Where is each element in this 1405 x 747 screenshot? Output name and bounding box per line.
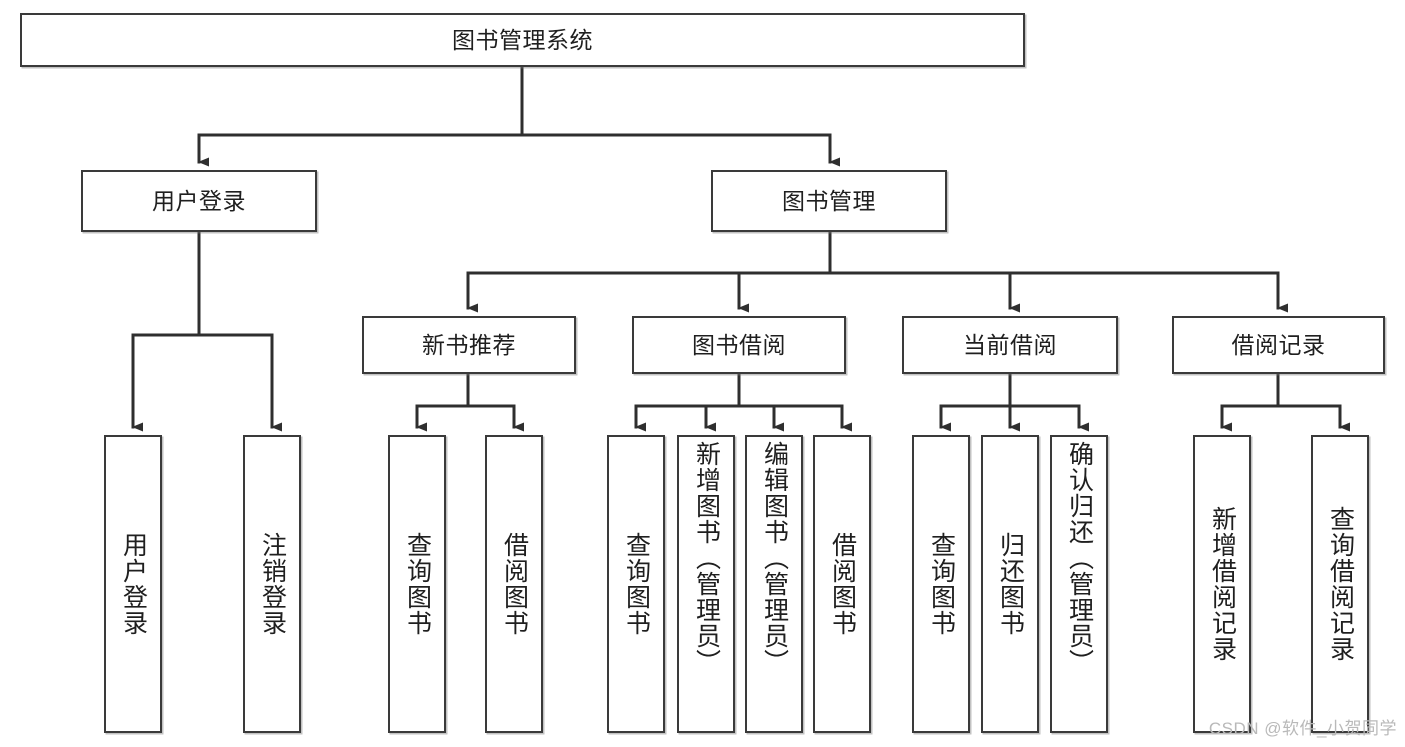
node-label: 用户登录 bbox=[119, 532, 148, 636]
leaf-new-book-borrow-book[interactable]: 借阅图书 bbox=[485, 435, 543, 733]
node-book-borrow[interactable]: 图书借阅 bbox=[632, 316, 846, 374]
node-label: 新书推荐 bbox=[422, 331, 516, 358]
node-label: 新增借阅记录 bbox=[1208, 506, 1237, 662]
leaf-current-borrow-return-book[interactable]: 归还图书 bbox=[981, 435, 1039, 733]
leaf-user-login-logout[interactable]: 注销登录 bbox=[243, 435, 301, 733]
leaf-borrow-record-query-record[interactable]: 查询借阅记录 bbox=[1311, 435, 1369, 733]
leaf-book-borrow-query-book[interactable]: 查询图书 bbox=[607, 435, 665, 733]
leaf-borrow-record-add-record[interactable]: 新增借阅记录 bbox=[1193, 435, 1251, 733]
node-label: 编辑图书（管理员） bbox=[760, 441, 789, 675]
node-book-manage[interactable]: 图书管理 bbox=[711, 170, 947, 232]
node-label: 借阅图书 bbox=[500, 532, 529, 636]
node-current-borrow[interactable]: 当前借阅 bbox=[902, 316, 1118, 374]
node-label: 归还图书 bbox=[996, 532, 1025, 636]
node-label: 查询借阅记录 bbox=[1326, 506, 1355, 662]
leaf-book-borrow-borrow-book[interactable]: 借阅图书 bbox=[813, 435, 871, 733]
node-label: 新增图书（管理员） bbox=[692, 441, 721, 675]
leaf-new-book-query-book[interactable]: 查询图书 bbox=[388, 435, 446, 733]
node-label: 确认归还（管理员） bbox=[1065, 441, 1094, 675]
node-label: 图书借阅 bbox=[692, 331, 786, 358]
node-label: 用户登录 bbox=[152, 187, 246, 214]
node-label: 图书管理 bbox=[782, 187, 876, 214]
node-label: 注销登录 bbox=[258, 532, 287, 636]
node-new-book-recommend[interactable]: 新书推荐 bbox=[362, 316, 576, 374]
watermark-text: CSDN @软件_小贺同学 bbox=[1208, 719, 1397, 738]
node-label: 查询图书 bbox=[927, 532, 956, 636]
node-root-system[interactable]: 图书管理系统 bbox=[20, 13, 1025, 67]
leaf-book-borrow-add-book[interactable]: 新增图书（管理员） bbox=[677, 435, 735, 733]
node-user-login[interactable]: 用户登录 bbox=[81, 170, 317, 232]
node-label: 查询图书 bbox=[622, 532, 651, 636]
node-label: 借阅图书 bbox=[828, 532, 857, 636]
leaf-user-login-login[interactable]: 用户登录 bbox=[104, 435, 162, 733]
node-label: 当前借阅 bbox=[963, 331, 1057, 358]
leaf-current-borrow-confirm-return[interactable]: 确认归还（管理员） bbox=[1050, 435, 1108, 733]
node-label: 图书管理系统 bbox=[452, 26, 593, 53]
node-label: 查询图书 bbox=[403, 532, 432, 636]
leaf-book-borrow-edit-book[interactable]: 编辑图书（管理员） bbox=[745, 435, 803, 733]
node-borrow-record[interactable]: 借阅记录 bbox=[1172, 316, 1385, 374]
node-label: 借阅记录 bbox=[1231, 331, 1326, 358]
leaf-current-borrow-query-book[interactable]: 查询图书 bbox=[912, 435, 970, 733]
